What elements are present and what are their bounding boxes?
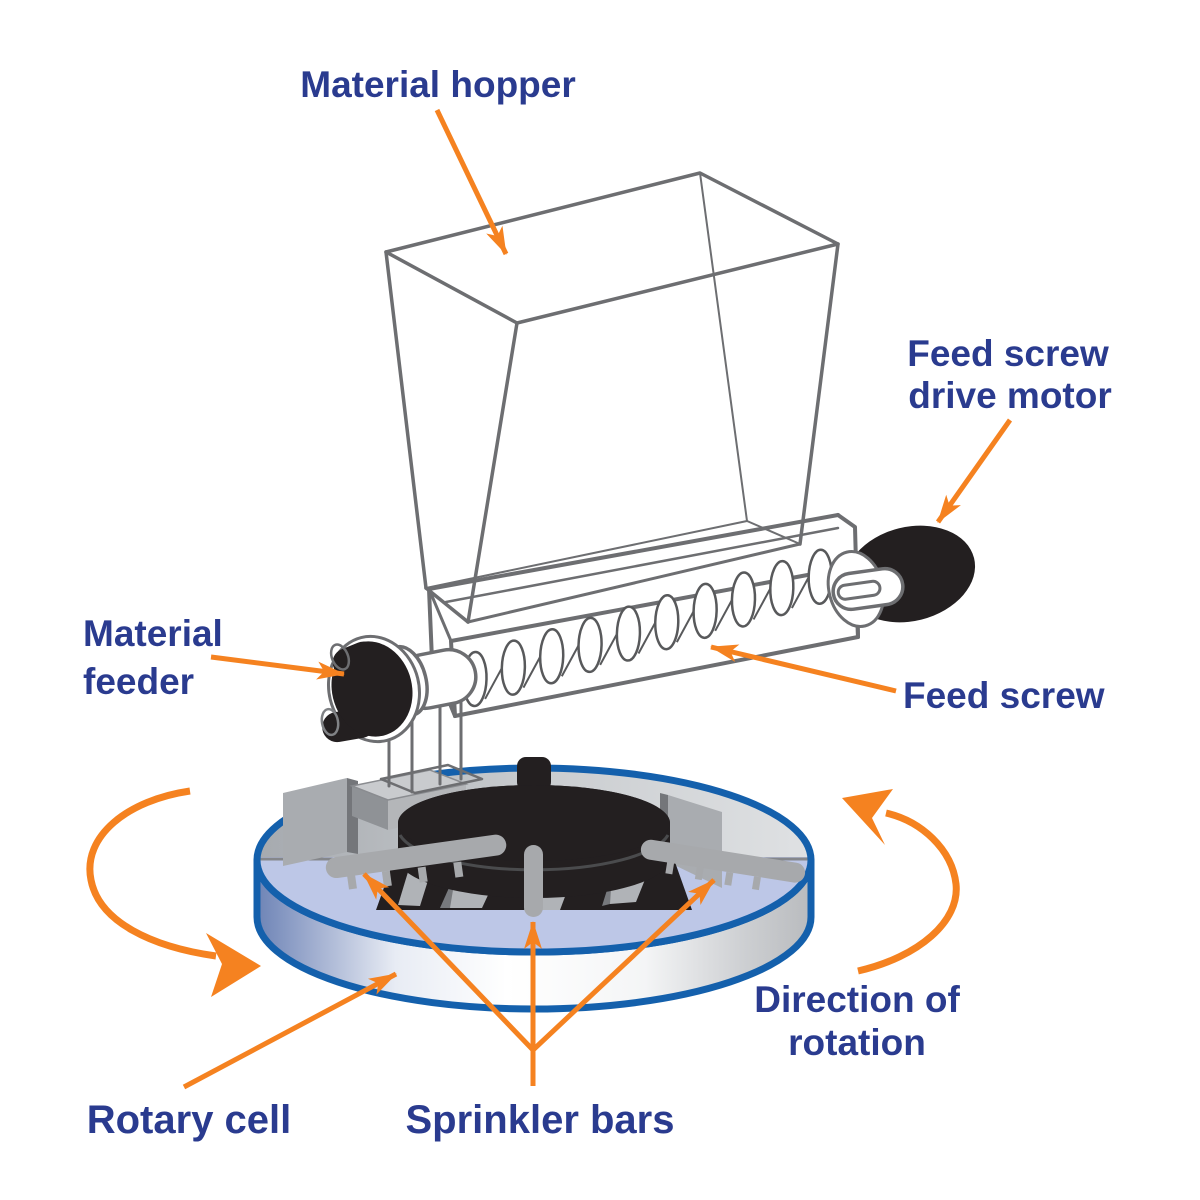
label-drive-motor-line1: Feed screw <box>907 333 1109 374</box>
sprinkler-bar-right <box>640 839 806 891</box>
hopper-right-edge <box>798 242 840 546</box>
hopper-bottom-left-edge <box>424 586 470 624</box>
sprinkler-bar <box>325 834 507 879</box>
hopper-back-edge <box>699 172 748 522</box>
rotation-arc-left <box>86 787 217 960</box>
label-rotary-cell: Rotary cell <box>87 1098 292 1142</box>
sprinkler-arrow-right <box>531 878 716 1052</box>
feed-screw-auger <box>446 542 849 714</box>
arrow-drive-motor <box>935 418 1013 524</box>
rotation-arrowhead-left <box>206 933 261 997</box>
labels: Material hopper Feed screw drive motor M… <box>83 64 1112 1142</box>
sprinkler-tooth <box>724 871 734 886</box>
rotation-arrow-left <box>86 787 261 997</box>
trough-left-top-edge <box>427 587 453 643</box>
arrow-material-hopper <box>434 108 509 256</box>
trough-front-bottom-edge <box>453 635 860 718</box>
hopper-left-edge <box>384 250 428 590</box>
label-direction-line2: rotation <box>788 1022 926 1063</box>
material-hopper-outline <box>384 171 840 624</box>
rotation-arrow-right <box>842 789 960 975</box>
annotations <box>86 108 1013 1090</box>
center-drum <box>398 757 670 898</box>
arrow-material-feeder <box>210 654 345 680</box>
feeder-drum <box>331 641 413 737</box>
label-material-feeder-line2: feeder <box>83 661 194 702</box>
hopper-bottom-back-edge <box>425 520 748 589</box>
arrow-feed-screw <box>710 644 897 694</box>
trough-back-inner-edge <box>444 526 840 604</box>
sprinkler-tooth <box>751 876 761 891</box>
sprinkler-tooth <box>417 866 428 883</box>
rotation-arc-right <box>857 809 960 975</box>
partition-wall-left-face <box>283 778 347 866</box>
arrow-sprinkler-bars <box>362 872 716 1086</box>
rotation-arrowhead-right <box>842 789 893 845</box>
motor-shaft-inner <box>836 579 882 601</box>
trough-back-top-edge <box>427 513 840 591</box>
drum-knob <box>517 757 551 791</box>
hopper-front-edge <box>466 321 519 624</box>
label-material-feeder-line1: Material <box>83 613 223 654</box>
feeder-nozzle-bottom-rim <box>320 707 340 737</box>
feed-screw-drive-motor-body <box>826 525 976 628</box>
arrow-rotary-cell <box>182 971 398 1090</box>
feeding-machine <box>320 171 976 795</box>
sprinkler-arrow-left <box>362 872 535 1052</box>
sprinkler-tooth <box>665 860 675 875</box>
sprinkler-bar <box>640 839 806 883</box>
label-sprinkler-bars: Sprinkler bars <box>405 1098 674 1142</box>
sprinkler-tooth <box>453 861 464 878</box>
hopper-bottom-front-edge <box>466 542 802 624</box>
sprinkler-bar-center <box>524 845 543 917</box>
label-feed-screw: Feed screw <box>903 675 1105 716</box>
sprinkler-tooth <box>694 866 704 881</box>
label-drive-motor-line2: drive motor <box>908 375 1112 416</box>
label-material-hopper: Material hopper <box>300 64 576 105</box>
feeder-leg-footprint <box>379 763 484 795</box>
rotary-cell <box>253 757 815 1013</box>
hopper-top-opening <box>384 171 840 325</box>
label-direction-line1: Direction of <box>754 979 960 1020</box>
material-feeder-body <box>320 634 478 744</box>
sprinkler-tooth <box>346 873 357 890</box>
hopper-bottom-right-edge <box>746 520 801 545</box>
